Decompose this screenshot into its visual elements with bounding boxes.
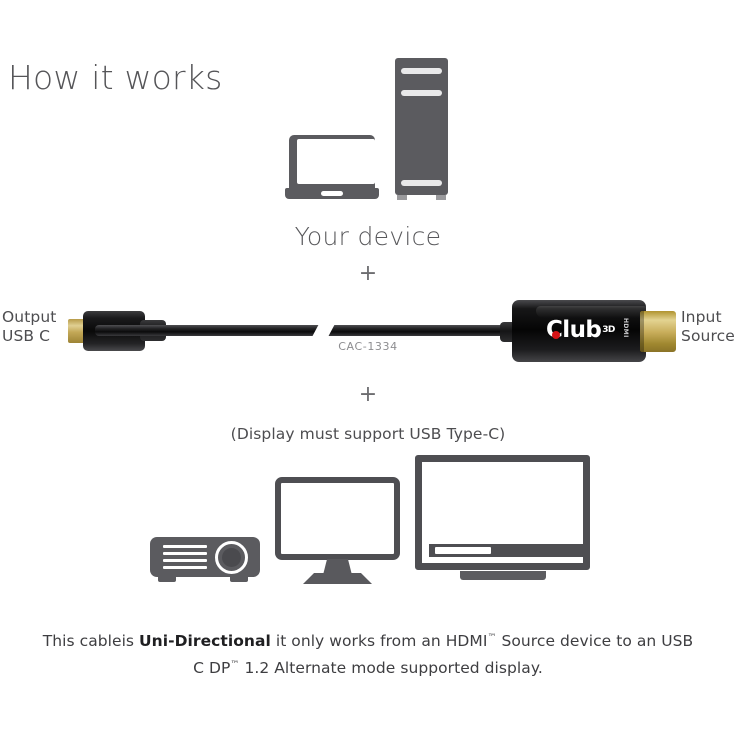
cable-model-code: CAC-1334 [338,340,398,353]
plus-separator-bottom: + [358,382,378,407]
laptop-screen [297,139,375,184]
footer-part3: Source device to an USB C DP [193,632,694,678]
tower-body [395,58,448,195]
tower-foot [436,195,446,200]
monitor-stand-neck [323,559,352,575]
television-icon [415,455,590,585]
projector-icon [150,537,260,585]
footer-part1: This cableis [42,632,140,651]
footer-part2: it only works from an HDMI [270,632,488,651]
club3d-brand-logo: Club 3D [546,317,615,343]
laptop-icon [285,135,379,201]
laptop-lid [289,135,375,189]
tower-drive-slot [401,90,442,96]
display-requirement-note: (Display must support USB Type-C) [230,425,506,443]
uni-directional-notice: This cableis Uni-Directional it only wor… [40,626,696,680]
monitor-screen-frame [275,477,400,560]
output-label-line2: USB C [2,327,51,345]
brand-superscript: 3D [602,324,615,335]
usb-c-gold-tip [68,319,86,343]
display-device-illustration [150,455,590,590]
trademark-symbol: ™ [230,660,240,671]
tower-drive-slot [401,180,442,186]
input-label-line1: Input [681,308,722,326]
hdmi-gold-tip [640,311,676,352]
footer-bold-term: Uni-Directional [139,632,271,651]
source-device-illustration [285,58,455,208]
tv-screen-frame [415,455,590,570]
hdmi-gloss-highlight [536,306,648,318]
footer-part4: 1.2 Alternate mode supported display. [239,659,543,678]
projector-vent-line [163,566,207,569]
projector-vents [163,545,207,569]
tower-foot [397,195,407,200]
page-title: How it works [8,58,223,97]
brand-wordmark: Club [546,316,602,343]
brand-red-dot [552,330,560,339]
projector-vent-line [163,559,207,562]
monitor-stand-base [303,573,372,584]
projector-foot [230,577,248,582]
hdmi-port-text: HDMI [622,318,629,338]
output-label-line1: Output [2,308,57,326]
tv-bottom-bezel [429,544,590,557]
projector-vent-line [163,552,207,555]
hdmi-connector: Club 3D HDMI [500,300,680,362]
trademark-symbol: ™ [487,633,497,643]
cable-illustration: Output USB C CAC-1334 Club 3D HDMI [0,296,736,366]
projector-vent-line [163,545,207,548]
output-usbc-label: Output USB C [2,308,56,346]
desktop-tower-icon [395,58,448,201]
projector-foot [158,577,176,582]
projector-lens-core [222,548,241,567]
hdmi-housing: Club 3D HDMI [512,300,648,362]
tv-bezel-highlight [435,547,491,554]
projector-lens [215,541,248,574]
projector-body [150,537,260,577]
cable-cord [95,325,525,336]
your-device-label: Your device [294,222,442,251]
tower-drive-slot [401,68,442,74]
input-label-line2: Source [681,327,735,345]
monitor-icon [275,477,400,585]
input-source-label: Input Source [681,308,735,346]
tv-stand [460,571,546,580]
plus-separator-top: + [358,261,378,286]
brand-text: Club [546,316,602,343]
laptop-touchpad-notch [321,191,343,196]
